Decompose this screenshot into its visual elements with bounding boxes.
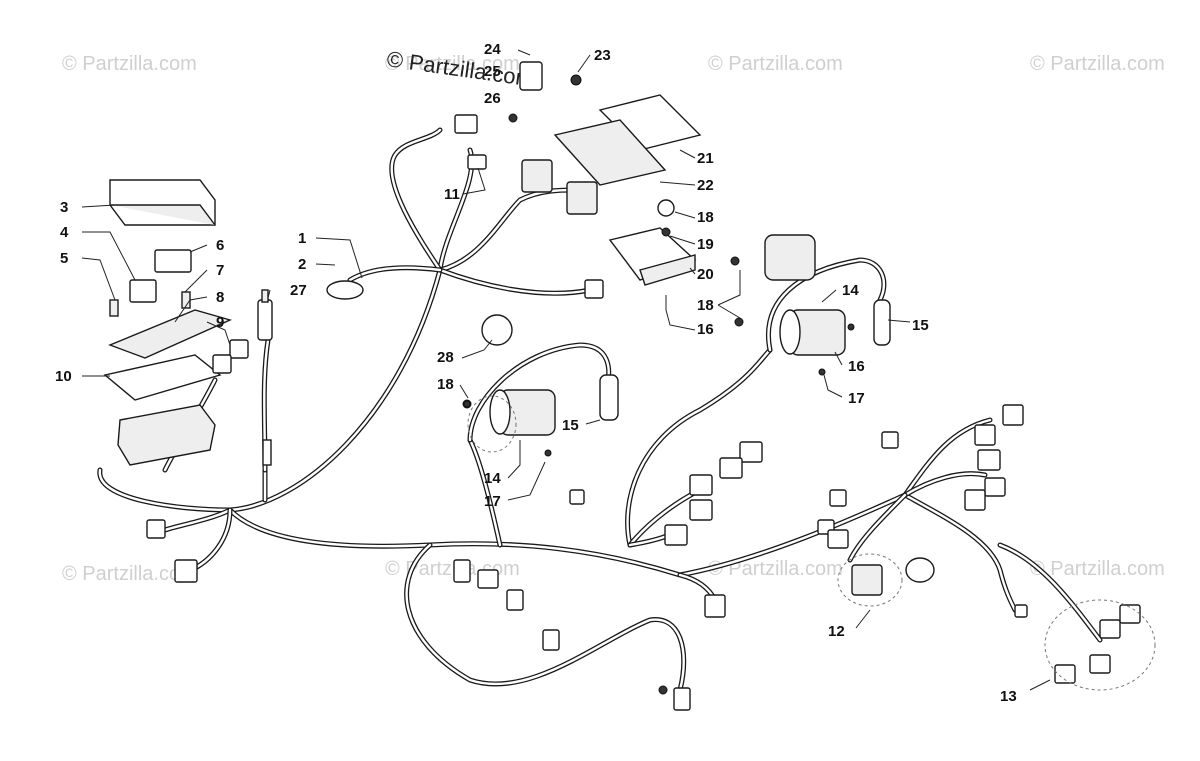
- callout-number: 18: [437, 376, 454, 393]
- callout-number: 15: [562, 417, 579, 434]
- ignition-coil-right: [730, 234, 891, 376]
- callout-number: 19: [697, 236, 714, 253]
- fuse-relay-box: [103, 179, 249, 466]
- callout-number: 12: [828, 623, 845, 640]
- callout-number: 13: [1000, 688, 1017, 705]
- watermark: © Partzilla.com: [385, 558, 520, 580]
- callout-number: 25: [484, 63, 501, 80]
- callout-number: 17: [484, 493, 501, 510]
- callout-number: 21: [697, 150, 714, 167]
- watermark: © Partzilla.com: [62, 53, 197, 75]
- callout-number: 20: [697, 266, 714, 283]
- watermark: © Partzilla.com: [385, 53, 520, 75]
- callout-number: 8: [216, 289, 224, 306]
- callout-number: 6: [216, 237, 224, 254]
- connector-group-harness: [146, 400, 1156, 711]
- callout-number: 22: [697, 177, 714, 194]
- callout-number: 18: [697, 209, 714, 226]
- ignition-coil-left: [462, 314, 619, 457]
- ecu-module: [508, 61, 702, 286]
- callout-number: 10: [55, 368, 72, 385]
- watermark: © Partzilla.com: [62, 563, 197, 585]
- callout-number: 4: [60, 224, 69, 241]
- callout-number: 9: [216, 314, 224, 331]
- callout-number: 28: [437, 349, 454, 366]
- callout-number: 24: [484, 41, 501, 58]
- callout-number: 27: [290, 282, 307, 299]
- callout-number: 26: [484, 90, 501, 107]
- callout-number: 11: [444, 186, 460, 203]
- watermark: © Partzilla.com: [1030, 53, 1165, 75]
- connector-group-top: [326, 114, 675, 310]
- callout-number: 16: [848, 358, 865, 375]
- callout-number: 1: [298, 230, 306, 247]
- watermark: © Partzilla.com: [708, 558, 843, 580]
- leader-lines: [81, 49, 1051, 691]
- callout-number: 5: [60, 250, 68, 267]
- callout-number: 23: [594, 47, 611, 64]
- callout-number: 15: [912, 317, 929, 334]
- callout-number: 14: [484, 470, 501, 487]
- callout-number: 17: [848, 390, 865, 407]
- callout-number: 7: [216, 262, 224, 279]
- callout-number: 16: [697, 321, 714, 338]
- harness-wires: [97, 127, 1103, 693]
- watermark: © Partzilla.com: [708, 53, 843, 75]
- callout-numbers: 1 2 3 4 5 6 7 8 9 10 11 12 13 14 15 16 1…: [55, 41, 1017, 705]
- watermark-layer: © Partzilla.com © Partzilla.com © Partzi…: [62, 53, 1165, 585]
- callout-number: 18: [697, 297, 714, 314]
- watermark: © Partzilla.com: [1030, 558, 1165, 580]
- callout-number: 14: [842, 282, 859, 299]
- callout-number: 2: [298, 256, 306, 273]
- callout-number: 3: [60, 199, 68, 216]
- oxygen-sensor: [257, 289, 273, 341]
